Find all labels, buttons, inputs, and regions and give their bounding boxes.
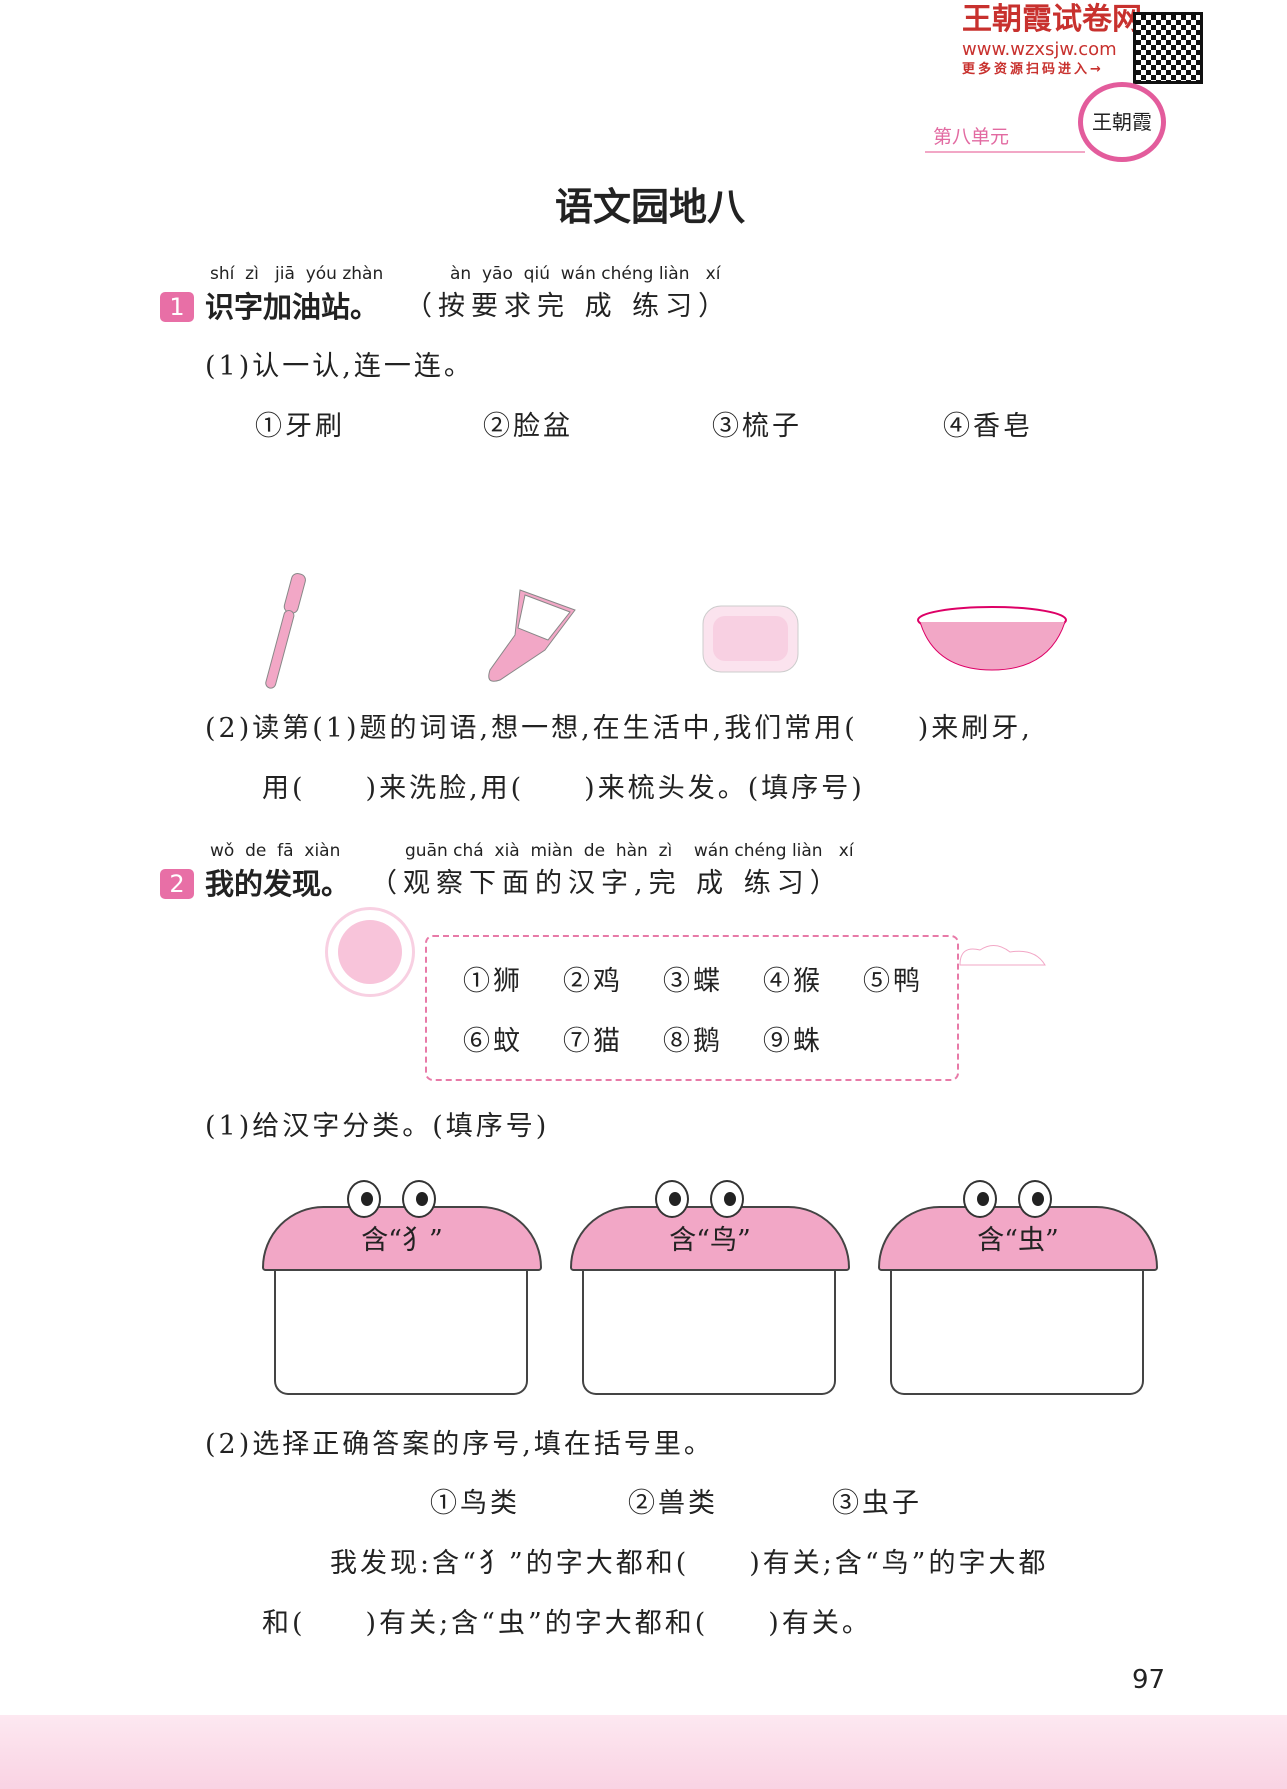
basket-dog-radical[interactable]: 含“犭” [262,1170,542,1400]
section-number: 1 [160,292,194,322]
section-requirement: （按要求完 成 练习） [405,291,732,322]
section-requirement: （观察下面的汉字,完 成 练习） [370,868,843,899]
section-number: 2 [160,869,194,899]
character-item: ⑥蚊 [463,1026,523,1057]
word-item: ②脸盆 [483,411,573,442]
comb-image [488,589,576,682]
unit-label: 第八单元 [933,126,1010,148]
basket-insect-radical[interactable]: 含“虫” [878,1170,1158,1400]
character-item: ⑤鸭 [863,966,923,997]
word-item: ③梳子 [712,411,802,442]
section-title: 识字加油站。 [205,290,380,324]
toothbrush-image [265,573,306,689]
page-title: 语文园地八 [555,185,746,229]
pinyin: wǒ de fā xiàn [210,841,341,861]
sentence: 和( )有关;含“虫”的字大都和( )有关。 [262,1608,872,1639]
basin-image [917,606,1067,671]
question: (2)选择正确答案的序号,填在括号里。 [205,1429,714,1460]
character-item: ⑨蛛 [763,1026,823,1057]
cloud-icon [959,945,1046,966]
option: ②兽类 [628,1488,718,1519]
character-item: ①狮 [463,966,523,997]
logo-seal: 王朝霞 [1078,82,1166,162]
basket-label: 含“虫” [977,1225,1059,1256]
brand-more: 更多资源扫码进入→ [962,62,1104,77]
character-item: ⑦猫 [563,1026,623,1057]
soap-image [702,605,799,673]
character-item: ②鸡 [563,966,623,997]
brand-url[interactable]: www.wzxsjw.com [962,39,1117,60]
qr-code[interactable] [1133,12,1203,84]
brand-name: 王朝霞试卷网 [962,2,1142,37]
character-item: ⑧鹅 [663,1026,723,1057]
sentence: 我发现:含“犭”的字大都和( )有关;含“鸟”的字大都 [330,1548,1049,1579]
pinyin: shí zì jiā yóu zhàn [210,264,384,284]
question: 用( )来洗脸,用( )来梳头发。(填序号) [262,773,865,804]
character-item: ④猴 [763,966,823,997]
character-box [425,935,959,1081]
option: ①鸟类 [430,1488,520,1519]
basket-bird-radical[interactable]: 含“鸟” [570,1170,850,1400]
basket-label: 含“鸟” [669,1225,751,1256]
question: (2)读第(1)题的词语,想一想,在生活中,我们常用( )来刷牙, [205,713,1033,744]
footer-band [0,1715,1287,1789]
pinyin: àn yāo qiú wán chéng liàn xí [450,264,721,284]
character-item: ③蝶 [663,966,723,997]
word-item: ④香皂 [943,411,1033,442]
section-title: 我的发现。 [205,867,351,901]
sun-icon [338,920,402,984]
pinyin: guān chá xià miàn de hàn zì wán chéng li… [405,841,854,861]
unit-underline [925,151,1085,153]
question: (1)认一认,连一连。 [205,351,474,382]
word-item: ①牙刷 [255,411,345,442]
question: (1)给汉字分类。(填序号) [205,1111,550,1142]
page-number: 97 [1132,1665,1166,1695]
option: ③虫子 [832,1488,922,1519]
basket-label: 含“犭” [361,1225,443,1256]
